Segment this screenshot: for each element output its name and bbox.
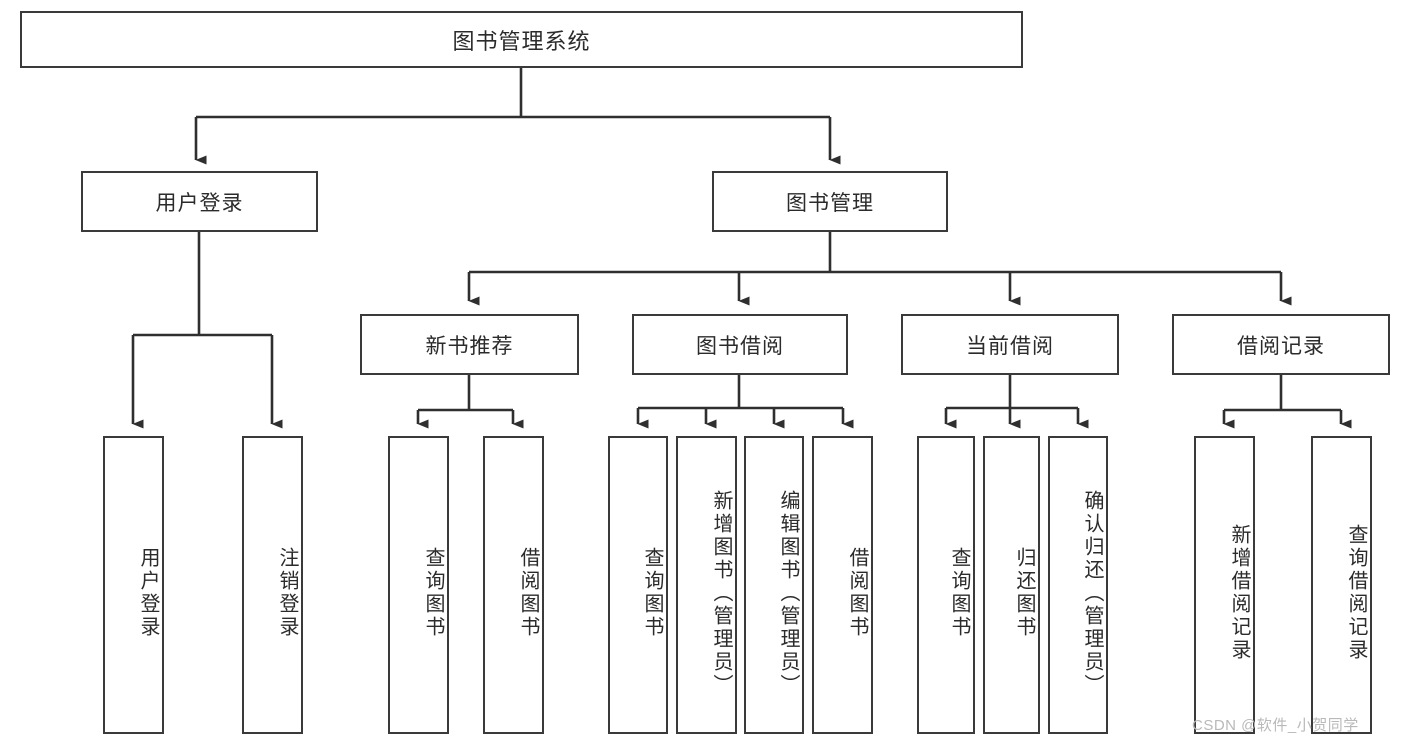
leaf-user-login[interactable]: 用户登录 [103,436,164,734]
node-current-borrow[interactable]: 当前借阅 [901,314,1119,375]
leaf-records-add-record[interactable]: 新增借阅记录 [1194,436,1255,734]
node-book-management[interactable]: 图书管理 [712,171,948,232]
node-book-borrow[interactable]: 图书借阅 [632,314,848,375]
leaf-borrow-query-book[interactable]: 查询图书 [608,436,668,734]
leaf-current-return-book[interactable]: 归还图书 [983,436,1040,734]
leaf-records-query-record[interactable]: 查询借阅记录 [1311,436,1372,734]
leaf-user-logout[interactable]: 注销登录 [242,436,303,734]
leaf-newbook-query-book[interactable]: 查询图书 [388,436,449,734]
leaf-newbook-borrow-book[interactable]: 借阅图书 [483,436,544,734]
leaf-current-confirm-return-admin[interactable]: 确认归还（管理员） [1048,436,1108,734]
node-borrow-records[interactable]: 借阅记录 [1172,314,1390,375]
watermark: CSDN @软件_小贺同学 [1192,717,1359,734]
leaf-current-query-book[interactable]: 查询图书 [917,436,975,734]
leaf-borrow-edit-book-admin[interactable]: 编辑图书（管理员） [744,436,804,734]
node-root[interactable]: 图书管理系统 [20,11,1023,68]
node-user-login[interactable]: 用户登录 [81,171,318,232]
leaf-borrow-add-book-admin[interactable]: 新增图书（管理员） [676,436,737,734]
node-new-book-recommend[interactable]: 新书推荐 [360,314,579,375]
leaf-borrow-borrow-book[interactable]: 借阅图书 [812,436,873,734]
